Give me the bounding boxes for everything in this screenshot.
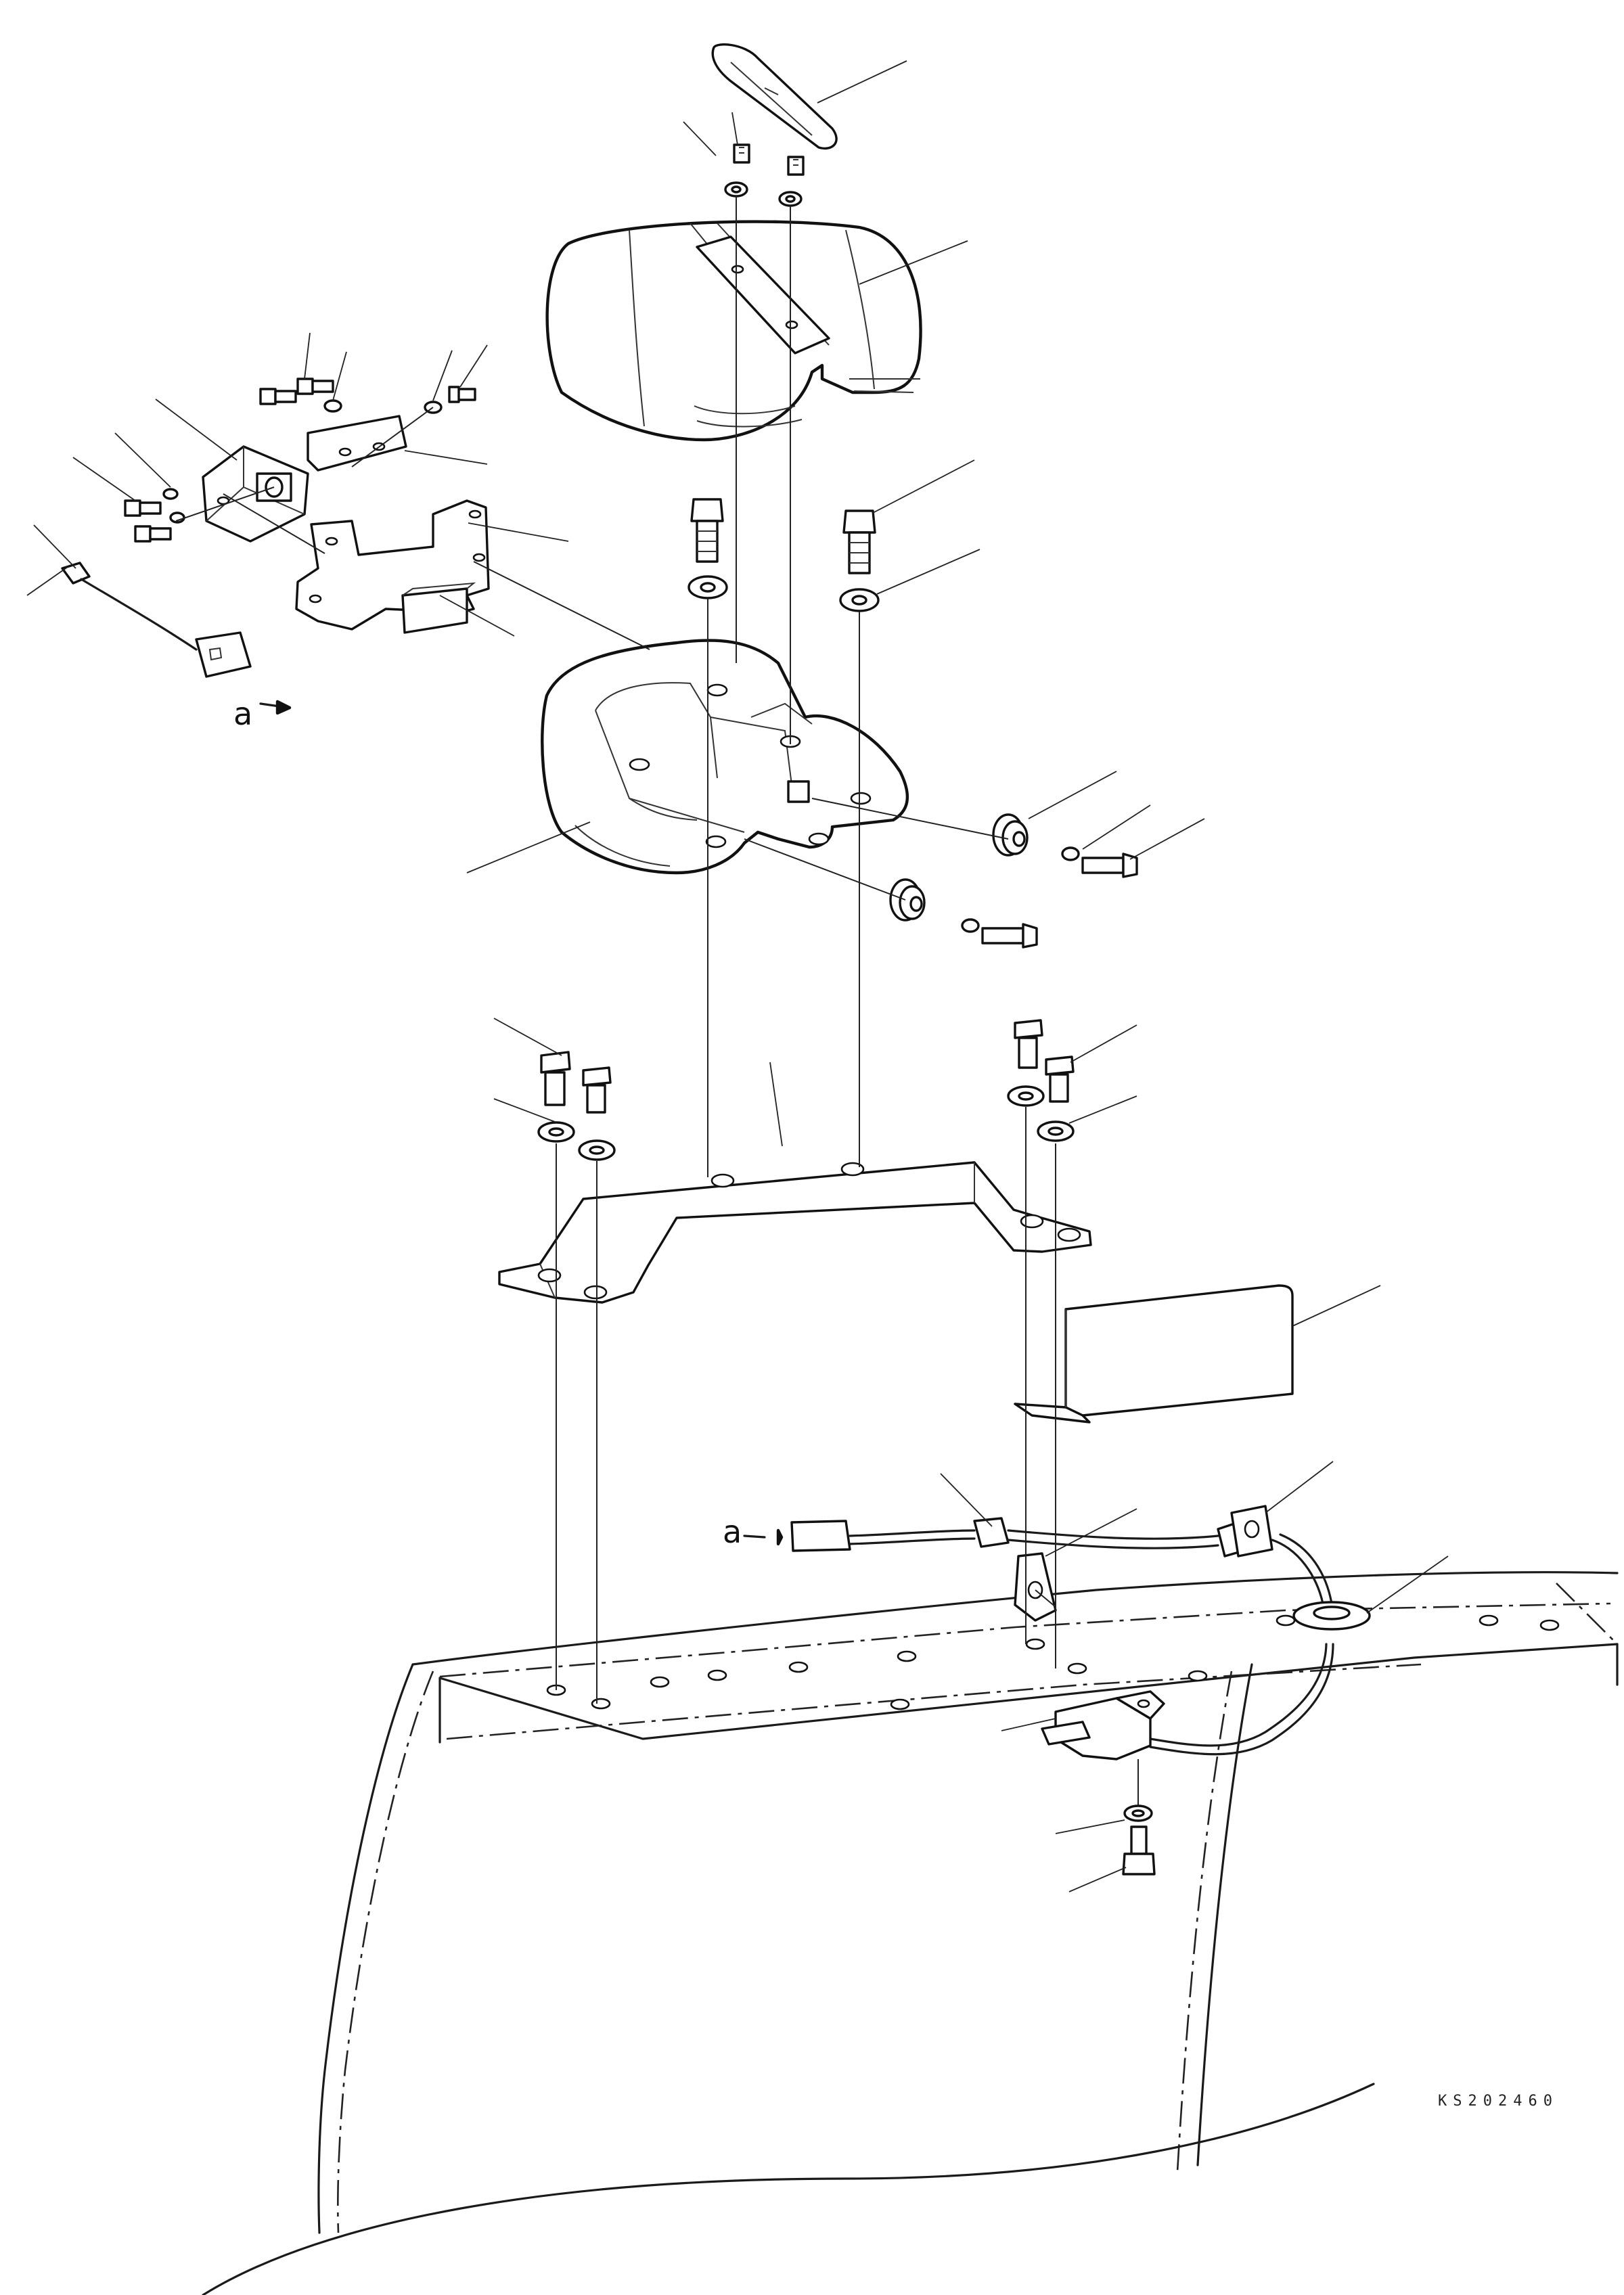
- wire-connector: [61, 562, 292, 715]
- rubber-mount: [889, 813, 1138, 949]
- assembly-lines: [175, 196, 1139, 1805]
- figure-code: KS202460: [1438, 2093, 1558, 2110]
- clip-bracket: [1041, 1690, 1165, 1876]
- support-bracket: [498, 1161, 1092, 1304]
- bracket-bolts: [537, 1019, 1075, 1161]
- base-bolt-left: [687, 498, 728, 599]
- armrest-cushion: [545, 220, 922, 442]
- leader-lines: [26, 60, 1449, 1892]
- console-panel: [202, 1663, 1375, 2295]
- reference-letter-a: a: [233, 696, 252, 732]
- wiring-harness: [743, 1505, 1334, 1756]
- armrest-base: [541, 639, 909, 875]
- shield-plate: [1014, 1284, 1294, 1424]
- small-bolt: [733, 143, 805, 176]
- bracket: [307, 415, 407, 472]
- floor-holes: [546, 1614, 1560, 1710]
- base-bolt-right: [839, 509, 880, 612]
- cover-cap: [711, 43, 838, 150]
- grommet: [1292, 1601, 1371, 1631]
- cab-floor: [411, 1571, 1619, 1744]
- reference-letter-a-2: a: [723, 1514, 742, 1550]
- foam-pad: [401, 582, 476, 634]
- washer: [724, 181, 803, 207]
